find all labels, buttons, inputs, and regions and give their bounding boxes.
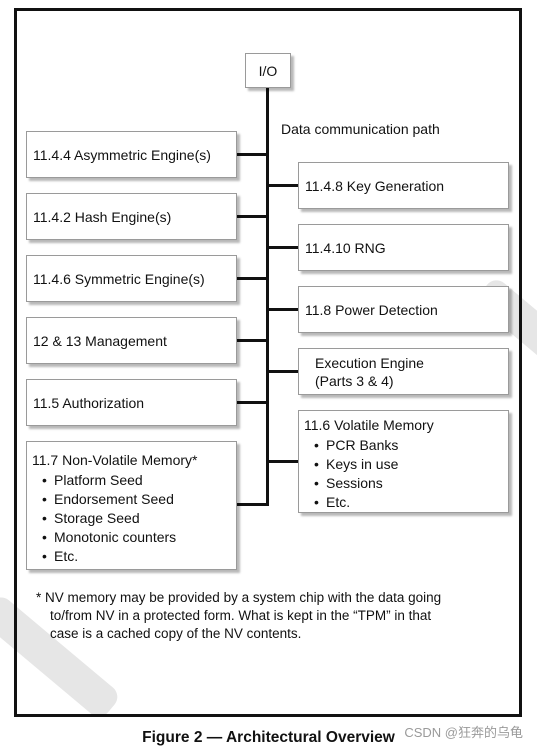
footnote-line-2: to/from NV in a protected form. What is …: [50, 608, 432, 623]
connector-volatile: [268, 460, 299, 463]
rng-box: 11.4.10 RNG: [298, 224, 509, 271]
asymmetric-engine-box: 11.4.4 Asymmetric Engine(s): [26, 131, 237, 178]
vm-item-etc: Etc.: [304, 493, 398, 512]
connector-hash: [237, 215, 268, 218]
hash-engine-label: 11.4.2 Hash Engine(s): [33, 208, 172, 225]
connector-asym: [237, 153, 268, 156]
execution-engine-line1: Execution Engine: [315, 355, 424, 371]
power-detection-box: 11.8 Power Detection: [298, 286, 509, 333]
figure-frame: [14, 8, 522, 717]
nv-item-platform-seed: Platform Seed: [32, 471, 176, 490]
data-path-label: Data communication path: [281, 121, 440, 137]
connector-mgmt: [237, 339, 268, 342]
vm-item-sessions: Sessions: [304, 474, 398, 493]
nv-item-endorsement-seed: Endorsement Seed: [32, 490, 176, 509]
connector-sym: [237, 277, 268, 280]
nv-item-etc: Etc.: [32, 547, 176, 566]
vm-item-keys-in-use: Keys in use: [304, 455, 398, 474]
management-box: 12 & 13 Management: [26, 317, 237, 364]
key-generation-box: 11.4.8 Key Generation: [298, 162, 509, 209]
connector-rng: [268, 246, 299, 249]
connector-power: [268, 308, 299, 311]
execution-engine-line2: (Parts 3 & 4): [315, 373, 394, 389]
source-credit: CSDN @狂奔的乌龟: [404, 725, 523, 740]
symmetric-engine-box: 11.4.6 Symmetric Engine(s): [26, 255, 237, 302]
connector-keygen: [268, 184, 299, 187]
volatile-memory-title: 11.6 Volatile Memory: [304, 417, 434, 433]
authorization-label: 11.5 Authorization: [33, 394, 145, 411]
footnote-line-3: case is a cached copy of the NV contents…: [50, 626, 302, 641]
volatile-memory-box: 11.6 Volatile Memory PCR Banks Keys in u…: [298, 410, 509, 513]
asymmetric-engine-label: 11.4.4 Asymmetric Engine(s): [33, 146, 211, 163]
hash-engine-box: 11.4.2 Hash Engine(s): [26, 193, 237, 240]
power-detection-label: 11.8 Power Detection: [305, 301, 438, 318]
connector-nv: [237, 503, 268, 506]
nv-memory-title: 11.7 Non-Volatile Memory*: [32, 452, 198, 468]
rng-label: 11.4.10 RNG: [305, 239, 386, 256]
vm-item-pcr-banks: PCR Banks: [304, 436, 398, 455]
figure-caption: Figure 2 — Architectural Overview: [142, 729, 395, 746]
footnote-line-1: * NV memory may be provided by a system …: [36, 590, 442, 605]
authorization-box: 11.5 Authorization: [26, 379, 237, 426]
nv-memory-box: 11.7 Non-Volatile Memory* Platform Seed …: [26, 441, 237, 570]
connector-auth: [237, 401, 268, 404]
main-bus-line: [266, 88, 269, 506]
management-label: 12 & 13 Management: [33, 332, 167, 349]
symmetric-engine-label: 11.4.6 Symmetric Engine(s): [33, 270, 205, 287]
footnote: * NV memory may be provided by a system …: [36, 589, 510, 643]
key-generation-label: 11.4.8 Key Generation: [305, 177, 445, 194]
connector-exec: [268, 370, 299, 373]
io-label: I/O: [258, 62, 278, 79]
volatile-memory-list: PCR Banks Keys in use Sessions Etc.: [304, 436, 398, 512]
nv-memory-list: Platform Seed Endorsement Seed Storage S…: [32, 471, 176, 566]
io-box: I/O: [245, 53, 291, 88]
nv-item-monotonic-counters: Monotonic counters: [32, 528, 176, 547]
nv-item-storage-seed: Storage Seed: [32, 509, 176, 528]
execution-engine-box: Execution Engine (Parts 3 & 4): [298, 348, 509, 395]
